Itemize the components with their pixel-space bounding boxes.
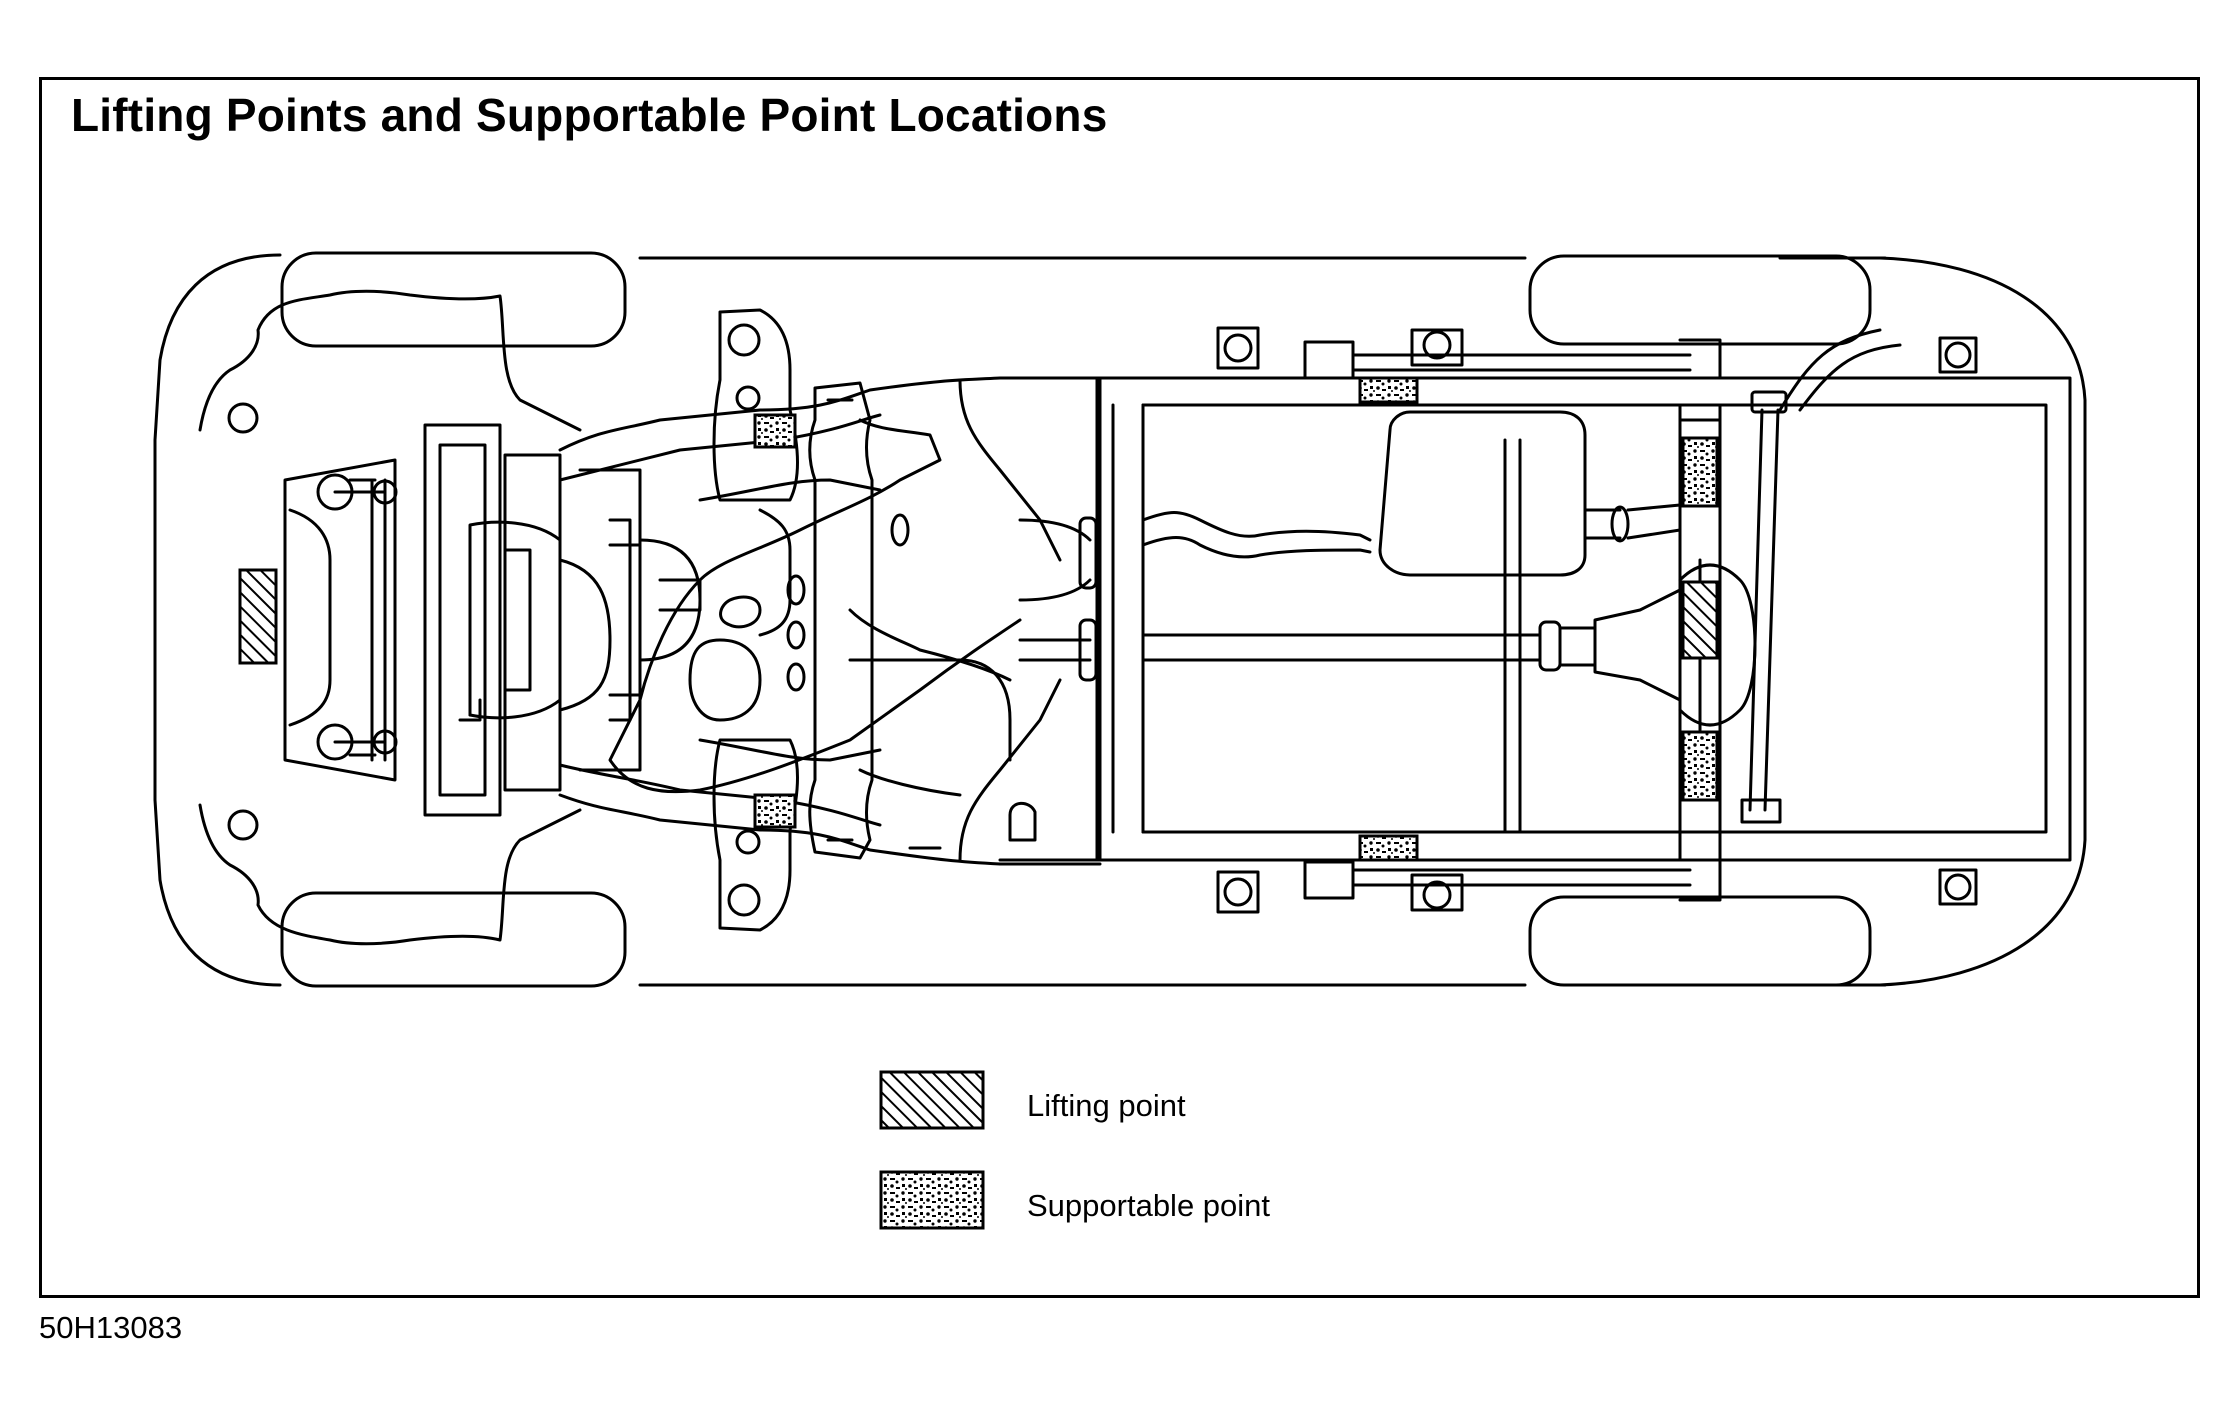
transmission	[608, 418, 1102, 862]
legend-swatch-lifting	[879, 1070, 985, 1130]
legend-label-lifting-point: Lifting point	[1027, 1088, 1186, 1123]
front-left-tire	[280, 251, 627, 348]
supportable-points	[753, 376, 1719, 862]
supportable-point-front-right	[753, 793, 797, 829]
supportable-point-mid-left	[1358, 376, 1419, 404]
front-engine-area	[198, 289, 702, 946]
supportable-point-front-left	[753, 413, 797, 449]
supportable-point-rear-right	[1681, 730, 1719, 802]
front-right-tire	[280, 891, 627, 988]
legend-label-supportable-point: Supportable point	[1027, 1188, 1271, 1223]
lifting-point-rear-axle	[1681, 580, 1719, 660]
lifting-point-front	[238, 568, 278, 665]
lifting-points	[238, 568, 1719, 665]
brackets	[1216, 326, 1978, 914]
legend-swatch-supportable	[879, 1170, 985, 1230]
figure-frame	[39, 77, 2200, 1298]
page-title: Lifting Points and Supportable Point Loc…	[71, 89, 1108, 141]
body-outline	[153, 253, 2087, 987]
exhaust	[1141, 410, 1682, 577]
front-spring-plates	[712, 308, 799, 932]
crossmember-front	[808, 376, 1102, 862]
frame-rails-front	[558, 376, 1102, 866]
rear-left-tire	[1528, 254, 1872, 346]
figure-id: 50H13083	[39, 1310, 183, 1345]
rear-right-tire	[1528, 895, 1872, 987]
rear-sway-bar	[1740, 328, 1902, 824]
tires	[280, 251, 1872, 988]
driveshaft	[1141, 588, 1682, 702]
supportable-point-rear-left	[1681, 436, 1719, 508]
legend	[879, 1070, 985, 1230]
supportable-point-mid-right	[1358, 834, 1419, 862]
